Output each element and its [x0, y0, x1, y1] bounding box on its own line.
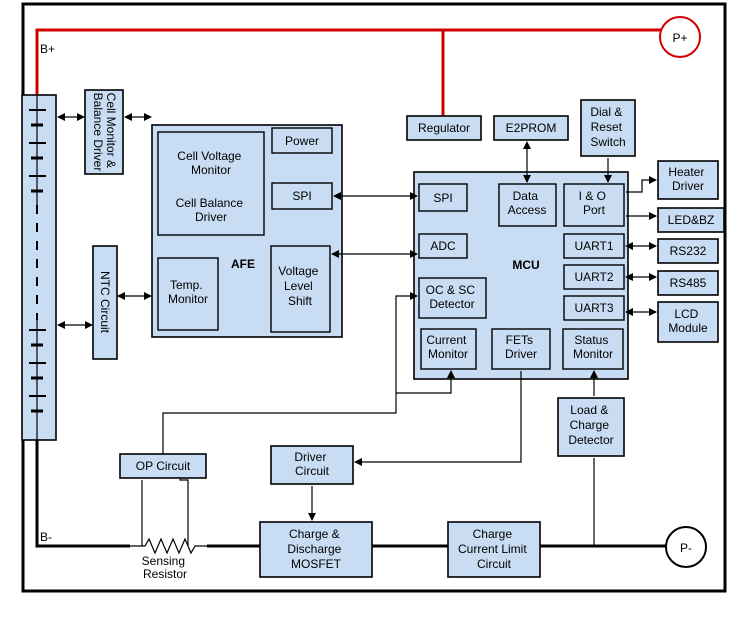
- uart3-label: UART3: [574, 301, 613, 315]
- status-monitor-label: Status Monitor: [573, 333, 613, 361]
- cell-voltage-label: Cell Voltage Monitor: [177, 149, 244, 177]
- afe-title: AFE: [231, 257, 255, 271]
- lcd-module-block: [657, 301, 719, 343]
- afe-cell-voltage-block: [157, 131, 265, 236]
- connections: [57, 113, 657, 546]
- heater-driver-block: [657, 160, 719, 200]
- afe-vls-block: [270, 245, 331, 333]
- rs485-label: RS485: [670, 276, 707, 290]
- mcu-title: MCU: [512, 258, 539, 272]
- adc-label: ADC: [430, 239, 456, 253]
- charge-current-limit-block: [447, 521, 541, 578]
- afe-spi-label: SPI: [292, 189, 311, 203]
- led-bz-label: LED&BZ: [668, 213, 715, 227]
- cell-monitor-label: Cell Monitor & Balance Driver: [91, 93, 118, 172]
- sensing-resistor-label: Sensing Resistor: [142, 554, 189, 581]
- p-plus-label: P+: [672, 31, 687, 45]
- e2prom-label: E2PROM: [506, 121, 557, 135]
- mcu-uart2-block: [563, 264, 625, 290]
- b-plus-line: [35, 28, 670, 110]
- p-minus-terminal: [665, 526, 707, 568]
- vls-label: Voltage Level Shift: [278, 264, 321, 308]
- heater-driver-label: Heater Driver: [668, 165, 707, 193]
- ntc-circuit-label: NTC Circuit: [98, 271, 112, 334]
- b-minus-line: [35, 420, 130, 548]
- fets-driver-label: FETs Driver: [505, 333, 537, 361]
- mcu-uart1-block: [563, 233, 625, 259]
- mcu-status-block: [562, 328, 624, 370]
- cell-balance-label: Cell Balance Driver: [176, 196, 247, 224]
- dial-reset-block: [580, 99, 636, 157]
- data-access-label: Data Access: [508, 189, 547, 217]
- mcu-spi-block: [418, 183, 468, 212]
- p-minus-label: P-: [680, 541, 692, 555]
- mcu-ocsc-block: [418, 277, 487, 319]
- mcu-io-port-block: [563, 183, 625, 227]
- led-bz-block: [657, 207, 725, 233]
- driver-circuit-label: Driver Circuit: [294, 450, 329, 478]
- mcu-fets-block: [491, 328, 551, 370]
- sensing-resistor: [130, 530, 207, 555]
- mcu-current-block: [420, 328, 477, 370]
- temp-monitor-label: Temp. Monitor: [168, 278, 208, 306]
- charge-current-limit-label: Charge Current Limit Circuit: [458, 527, 530, 571]
- lcd-module-label: LCD Module: [668, 307, 708, 335]
- mcu-data-access-block: [498, 183, 557, 227]
- rs232-block: [657, 238, 719, 264]
- driver-circuit-block: [270, 445, 354, 485]
- afe-temp-block: [157, 257, 219, 331]
- uart2-label: UART2: [574, 270, 613, 284]
- regulator-block: [406, 115, 482, 141]
- load-charge-block: [557, 397, 625, 457]
- dial-reset-label: Dial & Reset Switch: [590, 105, 625, 149]
- charge-discharge-mosfet-block: [259, 521, 373, 578]
- regulator-label: Regulator: [418, 121, 470, 135]
- cell-monitor-block: [84, 89, 124, 175]
- p-plus-terminal: [659, 16, 701, 58]
- afe-spi-block: [271, 182, 333, 210]
- ocsc-label: OC & SC Detector: [426, 283, 479, 311]
- afe-power-label: Power: [285, 134, 319, 148]
- b-minus-label: B-: [40, 530, 52, 544]
- uart1-label: UART1: [574, 239, 613, 253]
- rs232-label: RS232: [670, 244, 707, 258]
- charge-discharge-mosfet-label: Charge & Discharge MOSFET: [287, 527, 344, 571]
- mcu-spi-label: SPI: [433, 191, 452, 205]
- mcu-uart3-block: [563, 295, 625, 321]
- b-plus-label: B+: [40, 42, 55, 56]
- current-monitor-label: Current Monitor: [426, 333, 469, 361]
- mcu-adc-block: [418, 233, 468, 259]
- afe-power-block: [271, 127, 333, 154]
- battery-stack: [21, 94, 57, 441]
- io-port-label: I & O Port: [579, 189, 610, 217]
- ntc-circuit-block: [92, 245, 118, 360]
- e2prom-block: [493, 115, 569, 141]
- rs485-block: [657, 270, 719, 296]
- load-charge-label: Load & Charge Detector: [568, 403, 613, 447]
- op-circuit-label: OP Circuit: [136, 459, 191, 473]
